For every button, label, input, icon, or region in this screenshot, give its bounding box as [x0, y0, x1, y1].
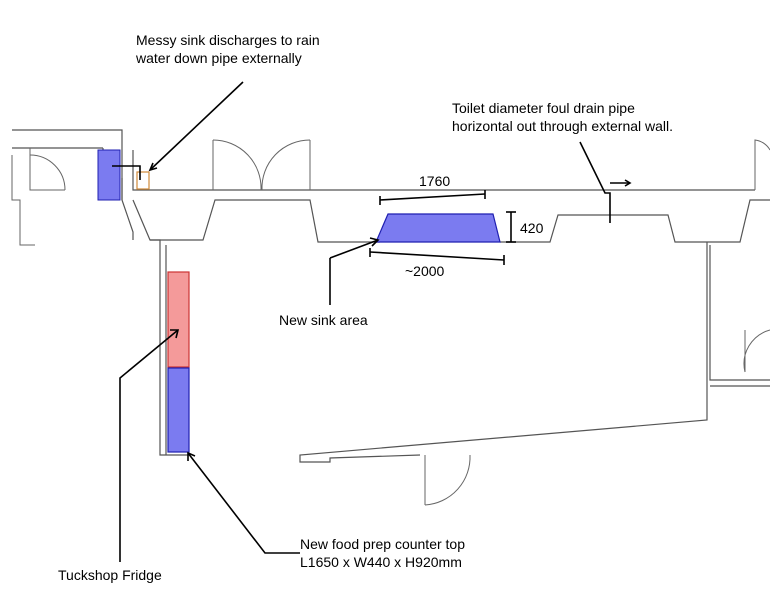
new-sink-area-label: New sink area	[279, 312, 368, 328]
dimension-bottom-length: ~2000	[405, 263, 445, 279]
dimension-lines	[369, 190, 516, 265]
messy-sink-marker	[136, 171, 150, 190]
tuckshop-fridge-label: Tuckshop Fridge	[58, 567, 162, 583]
dimension-top-length: 1760	[419, 173, 450, 189]
new-sink-area-shape	[375, 213, 501, 243]
leader-arrows	[112, 81, 632, 562]
tuckshop-fridge-shape	[167, 271, 190, 368]
food-prep-label-line1: New food prep counter top	[300, 536, 465, 552]
blue-unit-left-room	[97, 149, 121, 201]
toilet-pipe-label-line1: Toilet diameter foul drain pipe	[452, 100, 635, 116]
doors	[29, 139, 770, 506]
food-prep-label-line2: L1650 x W440 x H920mm	[300, 554, 462, 570]
food-prep-counter-shape	[167, 367, 190, 453]
messy-sink-label-line2: water down pipe externally	[135, 50, 302, 66]
toilet-pipe-label-line2: horizontal out through external wall.	[452, 118, 673, 134]
building-walls	[11, 129, 770, 463]
messy-sink-label-line1: Messy sink discharges to rain	[136, 32, 320, 48]
dimension-depth: 420	[520, 220, 544, 236]
